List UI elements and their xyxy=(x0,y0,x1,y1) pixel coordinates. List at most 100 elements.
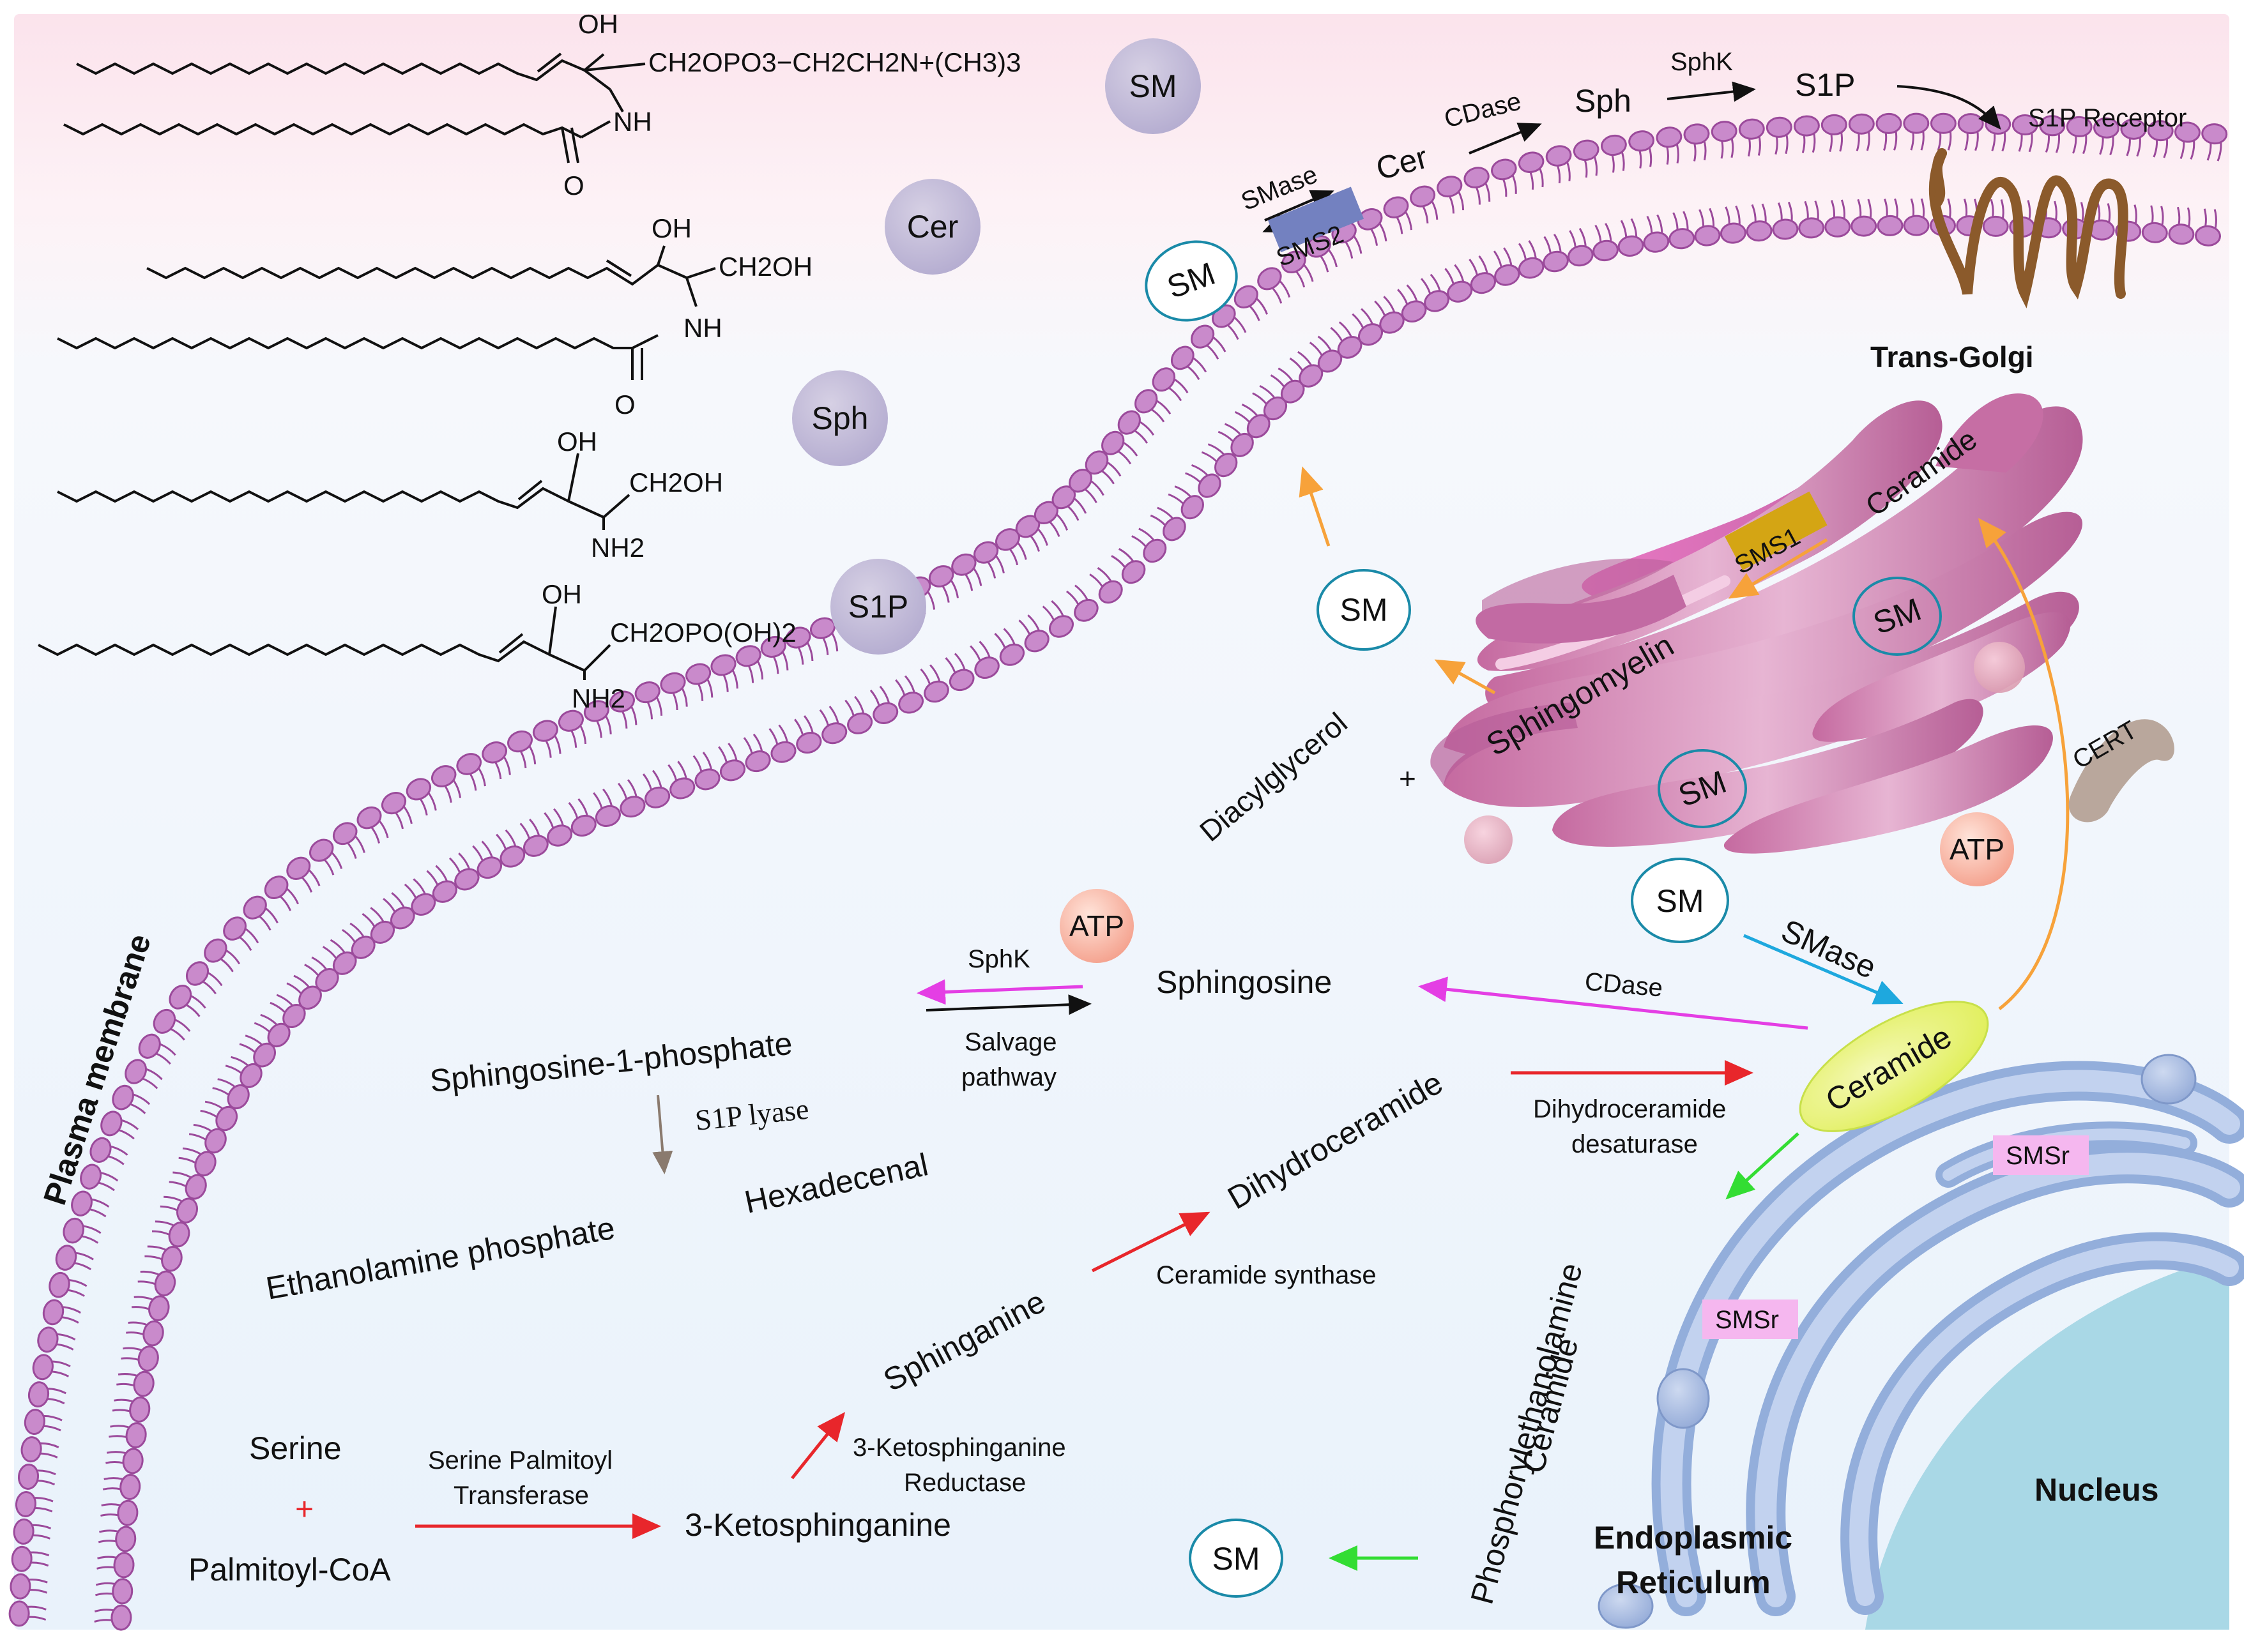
lipid-head xyxy=(119,1474,141,1500)
svg-text:NH2: NH2 xyxy=(572,683,625,713)
golgi-apparatus xyxy=(1430,393,2083,854)
sph-structure-labels: OH CH2OH NH2 xyxy=(557,427,723,563)
lipid-head xyxy=(148,1295,170,1322)
lipid-head xyxy=(898,692,924,714)
lipid-head xyxy=(1683,123,1710,145)
sm-er: SM xyxy=(1189,1519,1283,1598)
lipid-head xyxy=(113,1552,135,1579)
svg-text:O: O xyxy=(563,171,584,201)
lipid-head xyxy=(1982,215,2009,237)
lipid-head xyxy=(100,1110,123,1137)
salvage-label: Salvage xyxy=(965,1028,1057,1056)
lipid-head xyxy=(1257,267,1282,291)
svg-text:OH: OH xyxy=(542,579,582,609)
smase-arrow xyxy=(1743,934,1904,1004)
lipid-head xyxy=(719,759,746,782)
lipid-head xyxy=(645,786,671,808)
lipid-head xyxy=(153,1008,176,1034)
svg-text:OH: OH xyxy=(652,213,692,243)
lipid-head xyxy=(1163,517,1186,542)
ksr-label-2: Reductase xyxy=(904,1469,1026,1497)
lipid-head xyxy=(1851,215,1877,237)
lipid-head xyxy=(15,1491,37,1517)
lipid-head xyxy=(309,838,334,862)
lipid-head xyxy=(634,681,660,704)
lipid-head xyxy=(477,856,503,879)
sm-to-membrane-arrow xyxy=(1299,466,1331,547)
lipid-head xyxy=(685,663,712,685)
desaturase-label-1: Dihydroceramide xyxy=(1533,1095,1726,1123)
lipid-head xyxy=(1746,220,1773,242)
lipid-head xyxy=(2093,117,2119,139)
er-title-2: Reticulum xyxy=(1616,1565,1771,1600)
svg-text:SM: SM xyxy=(1656,883,1704,919)
lipid-head xyxy=(547,824,573,847)
lipid-head xyxy=(1543,250,1569,273)
lipid-head xyxy=(13,1518,34,1545)
badge-s1p: S1P xyxy=(830,559,926,655)
lipid-head xyxy=(1567,245,1594,267)
ceramide-synthase-label: Ceramide synthase xyxy=(1156,1261,1377,1289)
lipid-head xyxy=(185,961,210,986)
lipid-head xyxy=(928,565,954,587)
golgi-vesicles xyxy=(1464,642,2025,864)
lipid-head xyxy=(949,669,975,692)
lipid-head xyxy=(1101,430,1125,455)
lipid-head xyxy=(2168,224,2195,245)
smsr-label-1: SMSr xyxy=(1993,1135,2089,1175)
lipid-head xyxy=(406,778,432,801)
sphk-top-arrow: SphK xyxy=(1667,48,1756,102)
smsr-label-2: SMSr xyxy=(1702,1300,1798,1339)
svg-text:Cer: Cer xyxy=(907,209,959,245)
lipid-head xyxy=(24,1409,45,1436)
svg-text:O: O xyxy=(614,390,636,420)
s1p-receptor-label: S1P Receptor xyxy=(2028,104,2187,132)
svg-text:SM: SM xyxy=(1212,1541,1260,1577)
lipid-head xyxy=(507,730,533,753)
lipid-head xyxy=(1875,112,1902,134)
svg-text:OH: OH xyxy=(578,9,618,39)
s1p-to-receptor-arrow xyxy=(1897,85,2001,130)
lipid-head xyxy=(558,709,584,732)
er-vesicles xyxy=(1598,1054,2197,1629)
lipid-head xyxy=(735,645,761,667)
lipid-head xyxy=(115,1526,137,1552)
cdase-arrow xyxy=(1418,976,1808,1030)
lipid-head xyxy=(532,720,558,742)
lipid-head xyxy=(204,938,227,963)
lipid-head xyxy=(1437,176,1463,198)
svg-text:NH: NH xyxy=(683,313,722,343)
lipid-head xyxy=(1085,450,1109,475)
lipid-head xyxy=(1098,580,1123,604)
lipid-head xyxy=(1903,215,1930,236)
lipid-head xyxy=(133,1370,155,1397)
lipid-head xyxy=(1877,215,1904,236)
lipid-head xyxy=(42,1299,65,1326)
lipid-head xyxy=(951,553,977,576)
cert-transport-arrow xyxy=(1978,518,2070,1010)
lipid-head xyxy=(122,1448,144,1474)
lipid-head xyxy=(138,1033,161,1059)
lipid-head xyxy=(609,690,635,713)
lipid-head xyxy=(500,845,526,868)
lipid-head xyxy=(847,712,873,734)
svg-text:SM: SM xyxy=(1129,68,1177,104)
golgi-plus: + xyxy=(1399,762,1416,795)
er-title-1: Endoplasmic xyxy=(1594,1520,1792,1556)
sphk-salvage: SphK xyxy=(968,945,1030,973)
lipid-head xyxy=(770,741,797,763)
lipid-head xyxy=(873,702,899,724)
lipid-head xyxy=(1720,222,1746,244)
lipid-head xyxy=(482,741,508,764)
lipid-head xyxy=(1198,473,1221,498)
sph-top: Sph xyxy=(1575,83,1631,119)
lipid-head xyxy=(1134,389,1158,414)
lipid-head xyxy=(2011,114,2038,136)
lipid-head xyxy=(1656,126,1683,148)
lipid-head xyxy=(1410,185,1436,208)
lipid-head xyxy=(137,1345,159,1372)
diagram-panel xyxy=(14,14,2229,1630)
de-novo-plus: + xyxy=(295,1491,314,1527)
spt-label-2: Transferase xyxy=(454,1481,589,1510)
lipid-head xyxy=(1617,235,1644,257)
